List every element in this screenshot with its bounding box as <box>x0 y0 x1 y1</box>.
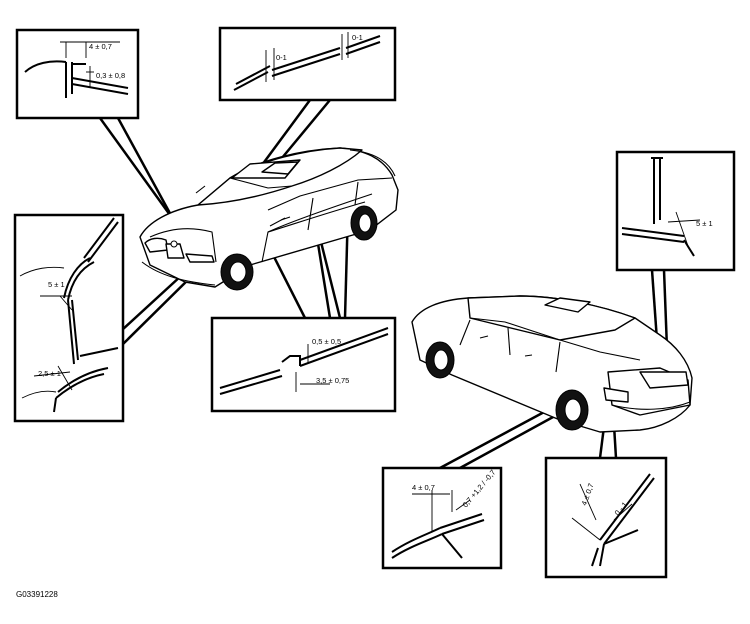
dim-hood-side: 0,3 ± 0,8 <box>96 71 125 80</box>
detail-box-rear-bumper: 4 ± 0,7 0,7 +1,2 / -0,7 <box>381 466 503 570</box>
dim-sill-bottom: 3,5 ± 0,75 <box>316 376 349 385</box>
dim-sunroof-right: 0-1 <box>352 33 363 42</box>
detail-box-hood-front: 4 ± 0,7 0,3 ± 0,8 <box>15 28 140 120</box>
detail-box-headlight: 5 ± 1 2,5 ± 1 <box>13 213 125 423</box>
detail-box-taillight: 4 ± 0,7 0 - 1 <box>544 456 668 579</box>
dim-headlight-upper: 5 ± 1 <box>48 280 65 289</box>
dim-trunk-side: 5 ± 1 <box>696 219 713 228</box>
front-car-illustration <box>139 147 399 291</box>
detail-box-door-sill: 0,5 ± 0,5 3,5 ± 0,75 <box>210 316 397 413</box>
dim-hood-top: 4 ± 0,7 <box>89 42 112 51</box>
dim-headlight-lower: 2,5 ± 1 <box>38 369 61 378</box>
rear-car-illustration <box>411 295 693 433</box>
detail-box-sunroof: 0-1 0-1 <box>218 26 397 102</box>
dim-sill-top: 0,5 ± 0,5 <box>312 337 341 346</box>
figure-code: G03391228 <box>16 590 58 599</box>
detail-box-trunk-side: 5 ± 1 <box>615 150 736 272</box>
dim-bumper-top: 4 ± 0,7 <box>412 483 435 492</box>
dim-sunroof-left: 0-1 <box>276 53 287 62</box>
